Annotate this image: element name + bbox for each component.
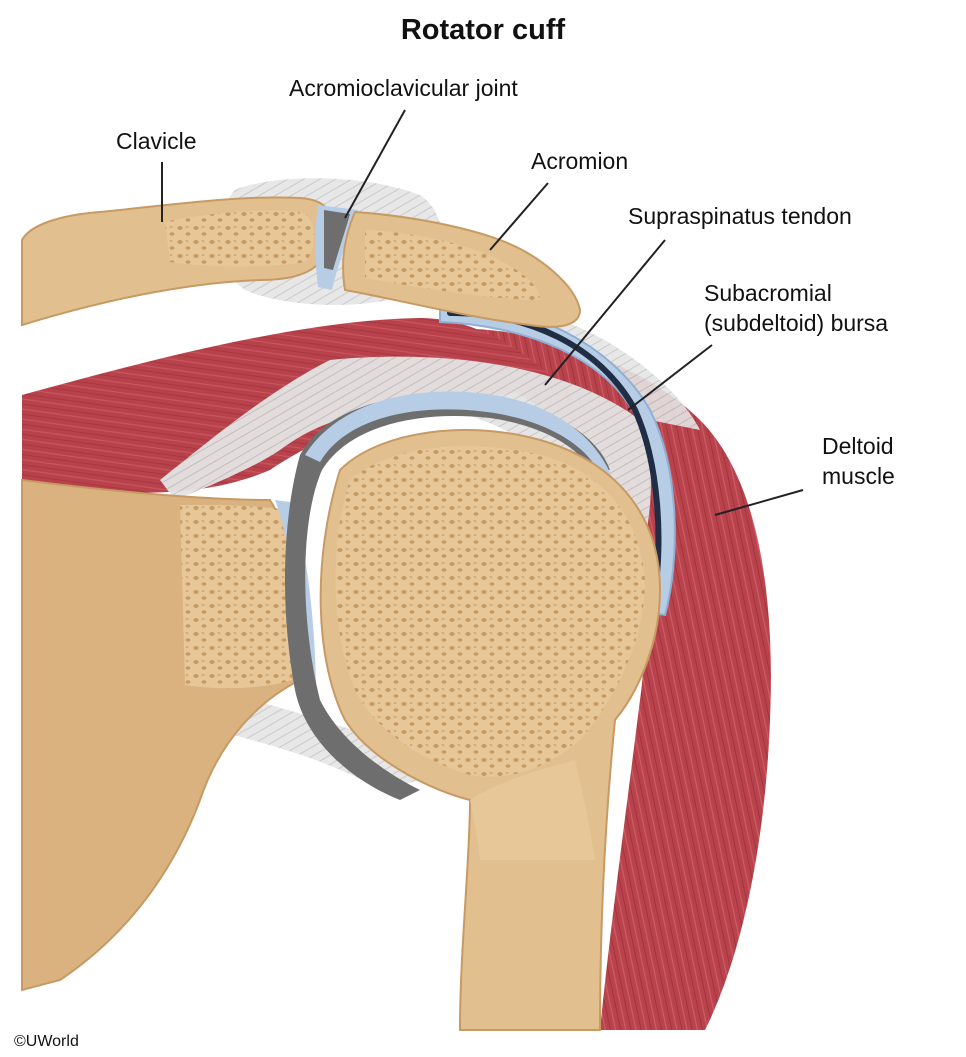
leader-line-deltoid <box>714 489 804 516</box>
leader-lines <box>161 109 804 516</box>
glenohumeral-joint-space <box>284 391 615 800</box>
scapula-bone <box>21 478 316 992</box>
deltoid-muscle <box>430 328 771 1030</box>
leader-line-supraspinatus <box>544 239 666 386</box>
label-deltoid-line-1: Deltoid <box>822 433 894 459</box>
label-bursa-line-2: (subdeltoid) bursa <box>704 310 889 336</box>
copyright-credit: ©UWorld <box>14 1033 79 1050</box>
acromion-bone <box>342 210 582 328</box>
diagram-title: Rotator cuff <box>400 14 566 46</box>
label-acromion: Acromion <box>531 148 629 174</box>
label-acromioclavicular-joint: Acromioclavicular joint <box>289 75 518 101</box>
leader-line-bursa <box>627 344 713 411</box>
label-supraspinatus-tendon: Supraspinatus tendon <box>628 203 852 229</box>
humerus-bone <box>319 429 662 1031</box>
label-deltoid-line-2: muscle <box>822 463 895 489</box>
leader-line-ac-joint <box>344 109 406 219</box>
leader-line-acromion <box>489 182 549 251</box>
acromioclavicular-joint <box>315 205 358 290</box>
clavicle-bone <box>21 196 333 327</box>
label-clavicle: Clavicle <box>116 128 197 154</box>
label-bursa-line-1: Subacromial <box>704 280 832 306</box>
